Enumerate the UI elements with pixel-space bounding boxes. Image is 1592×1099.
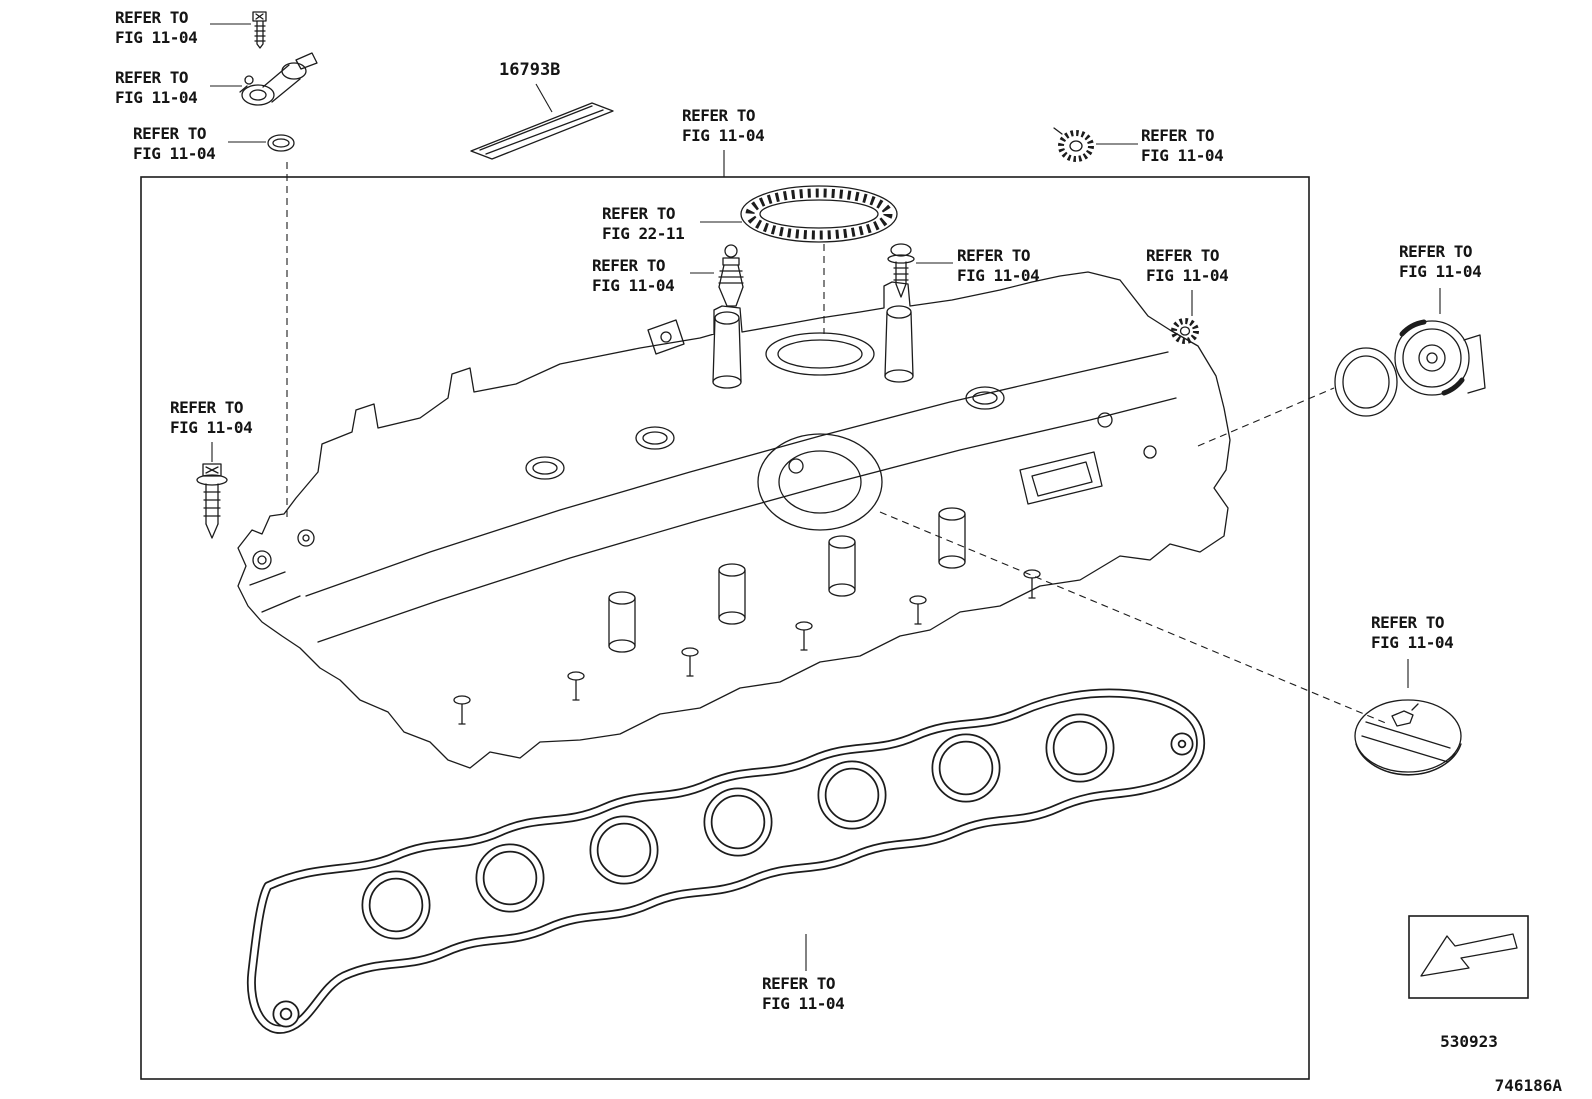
callout-text: FIG 11-04 xyxy=(682,126,765,145)
cam-seal-drawing xyxy=(1334,319,1486,417)
callout-oil-filler-cap: REFER TO FIG 11-04 xyxy=(1371,613,1454,653)
callout-text: FIG 11-04 xyxy=(1371,633,1454,652)
callout-head-cover-gasket: REFER TO FIG 11-04 xyxy=(762,974,845,1014)
callout-text: REFER TO xyxy=(1399,242,1473,261)
callout-bolt-left: REFER TO FIG 11-04 xyxy=(170,398,253,438)
callout-text: FIG 11-04 xyxy=(1141,146,1224,165)
direction-box xyxy=(1408,915,1529,999)
callout-bolt-upper-left: REFER TO FIG 11-04 xyxy=(115,8,198,48)
callout-clip-right: REFER TO FIG 11-04 xyxy=(1146,246,1229,286)
callout-cylinder-head-cover: REFER TO FIG 11-04 xyxy=(682,106,765,146)
assembly-frame xyxy=(140,176,1310,1080)
callout-oring: REFER TO FIG 11-04 xyxy=(133,124,216,164)
bolt-upper-left-drawing xyxy=(252,11,267,49)
callout-oval-gasket: REFER TO FIG 22-11 xyxy=(602,204,685,244)
direction-legend xyxy=(1408,915,1529,999)
head-cover-gasket-drawing xyxy=(246,688,1206,1034)
callout-text: REFER TO xyxy=(115,68,189,87)
callout-camshaft-sensor: REFER TO FIG 11-04 xyxy=(115,68,198,108)
bolt-left-drawing xyxy=(196,463,228,539)
oval-gasket-drawing xyxy=(740,185,898,243)
callout-text: FIG 11-04 xyxy=(762,994,845,1013)
callout-text: REFER TO xyxy=(762,974,836,993)
callout-text: FIG 11-04 xyxy=(1399,262,1482,281)
sheet-code: 746186A xyxy=(1494,1076,1562,1095)
callout-text: FIG 11-04 xyxy=(1146,266,1229,285)
ventilation-valve-drawing xyxy=(718,244,744,307)
bolt-center-drawing xyxy=(887,243,915,298)
oring-drawing xyxy=(267,134,295,152)
callout-clip-upper-right: REFER TO FIG 11-04 xyxy=(1141,126,1224,166)
clip-right-drawing xyxy=(1171,318,1199,344)
callout-text: FIG 11-04 xyxy=(115,88,198,107)
callout-text: REFER TO xyxy=(592,256,666,275)
callout-text: FIG 22-11 xyxy=(602,224,685,243)
cylinder-head-cover-drawing xyxy=(237,271,1231,769)
leader-lines xyxy=(210,23,1441,971)
callout-ventilation-valve: REFER TO FIG 11-04 xyxy=(592,256,675,296)
callout-text: REFER TO xyxy=(957,246,1031,265)
direction-legend-code: 530923 xyxy=(1440,1032,1498,1051)
callout-text: FIG 11-04 xyxy=(115,28,198,47)
camshaft-sensor-drawing xyxy=(239,52,318,106)
callout-text: REFER TO xyxy=(1146,246,1220,265)
direction-arrow-icon xyxy=(1420,933,1518,977)
callout-text: REFER TO xyxy=(1371,613,1445,632)
callout-cam-seal: REFER TO FIG 11-04 xyxy=(1399,242,1482,282)
callout-text: FIG 11-04 xyxy=(133,144,216,163)
callout-bolt-center: REFER TO FIG 11-04 xyxy=(957,246,1040,286)
callout-text: REFER TO xyxy=(133,124,207,143)
callout-text: REFER TO xyxy=(115,8,189,27)
callout-text: FIG 11-04 xyxy=(957,266,1040,285)
callout-text: REFER TO xyxy=(602,204,676,223)
callout-text: FIG 11-04 xyxy=(170,418,253,437)
clip-upper-right-drawing xyxy=(1053,127,1094,162)
callout-text: REFER TO xyxy=(682,106,756,125)
callout-text: REFER TO xyxy=(1141,126,1215,145)
oil-filler-cap-drawing xyxy=(1354,699,1462,776)
part-number-16793B: 16793B xyxy=(499,60,561,80)
callout-text: REFER TO xyxy=(170,398,244,417)
caution-label-drawing xyxy=(470,102,614,160)
callout-text: FIG 11-04 xyxy=(592,276,675,295)
